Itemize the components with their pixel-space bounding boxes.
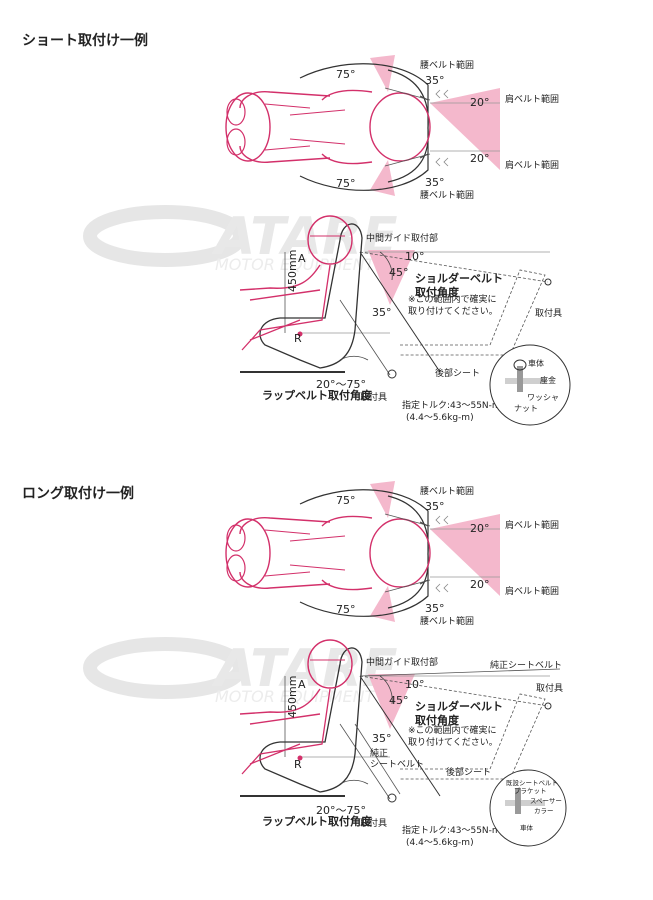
shoulder-angle-label: 20° — [470, 578, 490, 591]
shoulder-angle-label: 20° — [470, 522, 490, 535]
watermark-logo: ATARE — [211, 207, 398, 267]
angle-35-label: 35° — [372, 732, 392, 745]
detail-circle-short — [489, 344, 571, 426]
note-line: ※この範囲内で確実に — [408, 724, 497, 736]
waist-belt-range-label: 腰ベルト範囲 — [420, 615, 474, 627]
mount-label: 取付具 — [360, 392, 387, 403]
oem-belt-short-label: 純正 — [370, 747, 388, 759]
waist-angle-label: 35° — [425, 602, 445, 615]
shoulder-belt-range-label: 肩ベルト範囲 — [505, 159, 559, 171]
top-view-short — [225, 54, 501, 197]
lap-range-label: 20°〜75° — [316, 378, 366, 391]
torque-sub-label: (4.4〜5.6kg-m) — [406, 838, 474, 848]
height-label: 450mm — [286, 676, 299, 718]
point-a-label: A — [298, 252, 306, 265]
lap-angle-label: 75° — [336, 494, 356, 507]
waist-angle-label: 35° — [425, 500, 445, 513]
detail-spacer: スペーサー — [530, 797, 562, 805]
shoulder-belt-title: 取付角度 — [415, 285, 460, 299]
watermark-sub: MOTOR EQUIPMENT — [215, 687, 376, 706]
lap-angle-label: 75° — [336, 68, 356, 81]
shoulder-belt-title: ショルダーベルト — [415, 699, 503, 713]
lap-belt-title: ラップベルト取付角度 — [262, 388, 373, 402]
point-r-label: R — [294, 332, 302, 345]
note-line: ※この範囲内で確実に — [408, 293, 497, 305]
note-line: 取り付けてください。 — [408, 737, 498, 748]
torque-label: 指定トルク:43〜55N-m — [402, 824, 501, 836]
detail-washer: ワッシャ — [527, 393, 559, 402]
detail-nut: ナット — [514, 404, 538, 413]
lap-belt-title: ラップベルト取付角度 — [262, 814, 373, 828]
detail-body: 車体 — [528, 358, 544, 368]
oem-belt-label: 純正シートベルト — [490, 659, 562, 671]
detail-collar: カラー — [534, 807, 554, 815]
shoulder-angle-label: 20° — [470, 96, 490, 109]
waist-angle-label: 35° — [425, 176, 445, 189]
rear-seat-label: 後部シート — [435, 367, 480, 379]
mount-label: 取付具 — [535, 308, 562, 319]
mount-label: 取付具 — [536, 683, 563, 694]
detail-seat: 座金 — [540, 375, 556, 385]
shoulder-belt-range-label: 肩ベルト範囲 — [505, 93, 559, 105]
detail-bracket: 既設シートベルト — [506, 778, 558, 787]
section-heading-short: ショート取付け一例 — [22, 33, 148, 49]
side-view-long — [239, 639, 561, 803]
detail-circle-long — [489, 769, 567, 847]
shoulder-angle-label: 20° — [470, 152, 490, 165]
shoulder-belt-range-label: 肩ベルト範囲 — [505, 585, 559, 597]
height-label: 450mm — [286, 250, 299, 292]
angle-45-label: 45° — [389, 694, 409, 707]
torque-label: 指定トルク:43〜55N-m — [402, 399, 501, 411]
lap-angle-label: 75° — [336, 603, 356, 616]
oem-belt-short-label: シートベルト — [370, 760, 424, 770]
point-a-label: A — [298, 678, 306, 691]
waist-belt-range-label: 腰ベルト範囲 — [420, 59, 474, 71]
mount-label: 取付具 — [360, 818, 387, 829]
watermark-sub: MOTOR EQUIPMENT — [215, 255, 376, 274]
angle-10-label: 10° — [405, 678, 425, 691]
angle-10-label: 10° — [405, 250, 425, 263]
note-line: 取り付けてください。 — [408, 306, 498, 317]
mid-guide-label: 中間ガイド取付部 — [366, 656, 438, 668]
waist-belt-range-label: 腰ベルト範囲 — [420, 485, 474, 497]
watermark-1: ATARE MOTOR EQUIPMENT — [90, 207, 398, 274]
angle-45-label: 45° — [389, 266, 409, 279]
watermark-logo: ATARE — [211, 639, 398, 699]
torque-sub-label: (4.4〜5.6kg-m) — [406, 413, 474, 423]
lap-angle-label: 75° — [336, 177, 356, 190]
shoulder-belt-range-label: 肩ベルト範囲 — [505, 519, 559, 531]
watermark-2: ATARE MOTOR EQUIPMENT — [90, 639, 398, 706]
rear-seat-label: 後部シート — [446, 766, 491, 778]
detail-body: 車体 — [520, 823, 534, 832]
shoulder-belt-title: 取付角度 — [415, 713, 460, 727]
mid-guide-label: 中間ガイド取付部 — [366, 232, 438, 244]
waist-angle-label: 35° — [425, 74, 445, 87]
waist-belt-range-label: 腰ベルト範囲 — [420, 189, 474, 201]
top-view-long — [225, 480, 501, 623]
angle-35-label: 35° — [372, 306, 392, 319]
section-heading-long: ロング取付け一例 — [22, 486, 134, 502]
lap-range-label: 20°〜75° — [316, 804, 366, 817]
shoulder-belt-title: ショルダーベルト — [415, 271, 503, 285]
point-r-label: R — [294, 758, 302, 771]
detail-bracket: ブラケット — [514, 786, 547, 795]
